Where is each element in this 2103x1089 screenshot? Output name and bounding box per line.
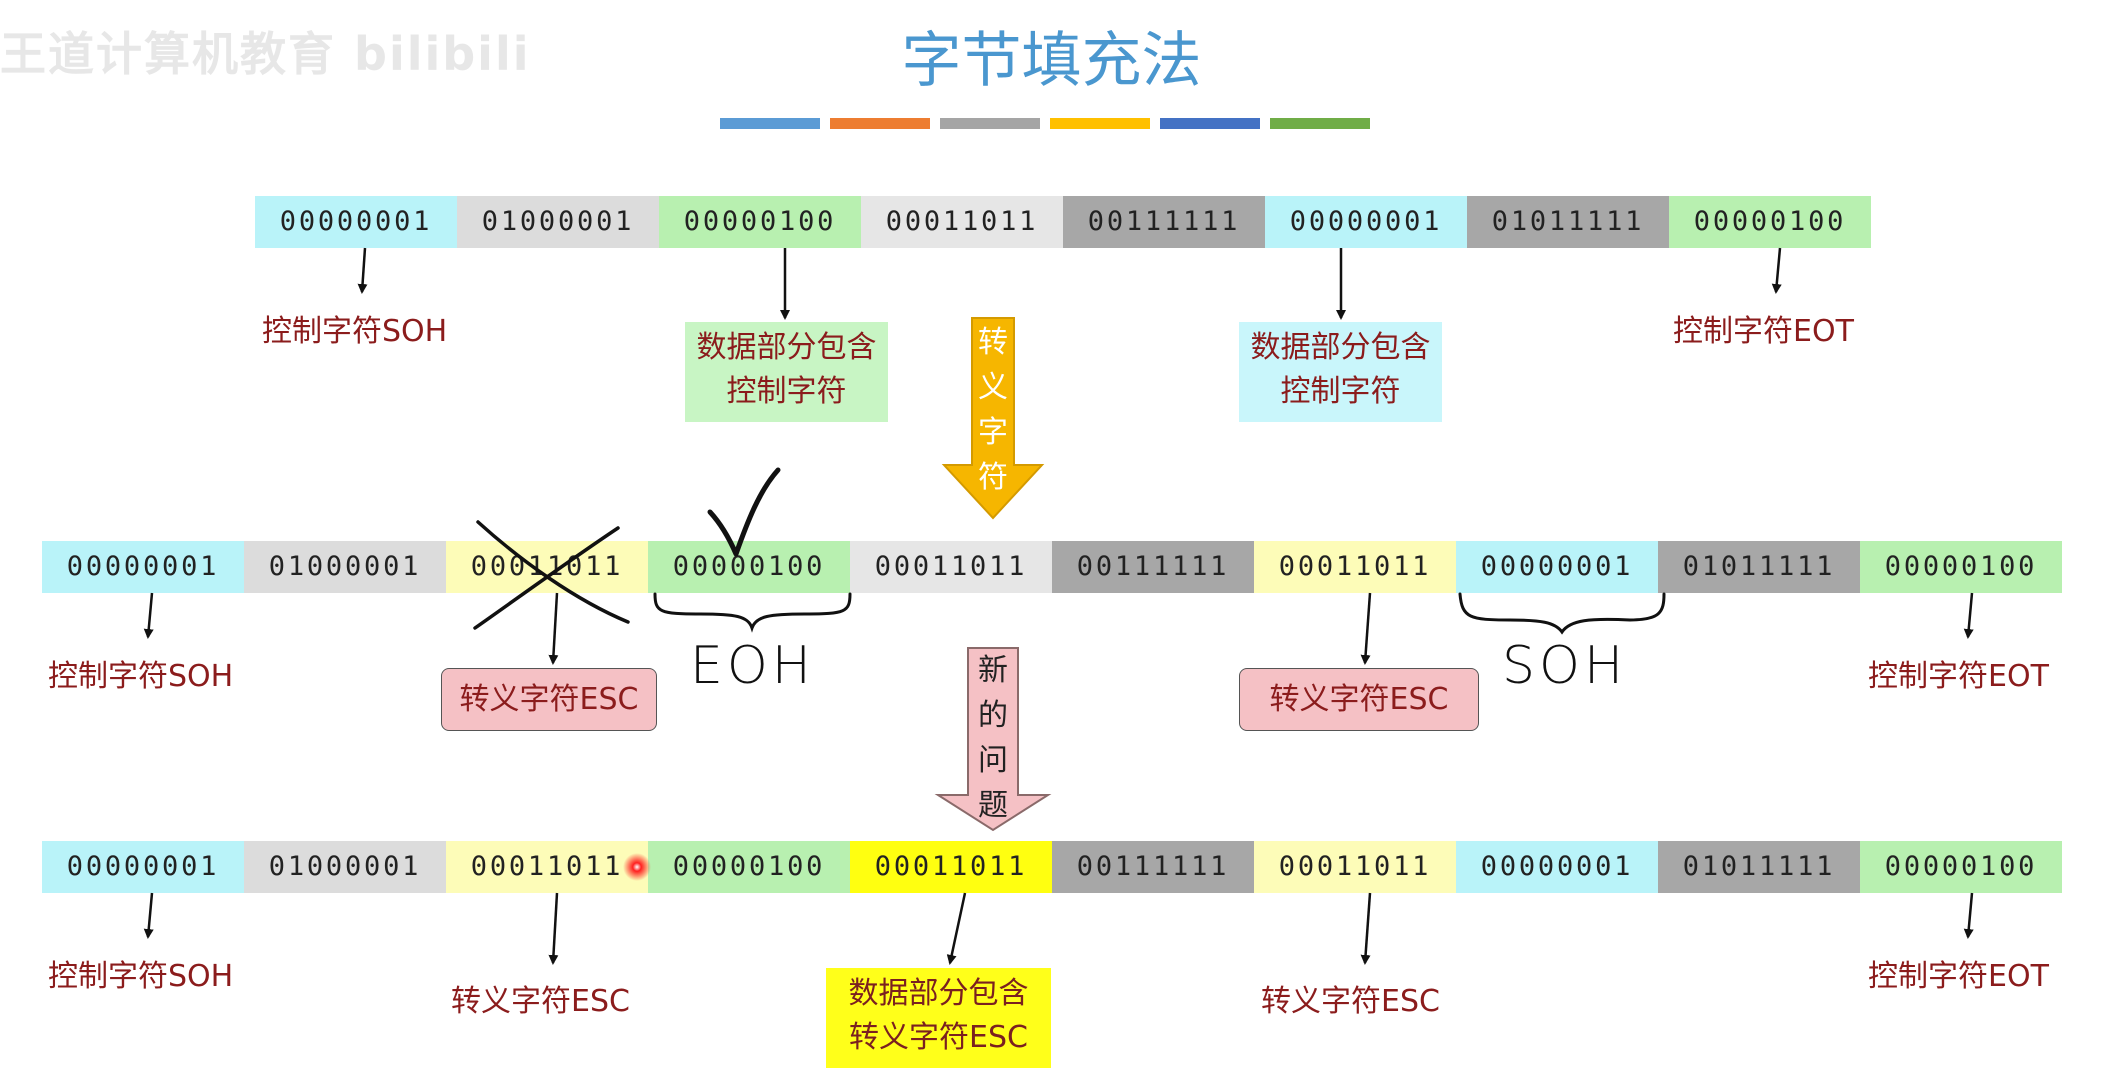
label-text: 数据部分包含 bbox=[848, 976, 1029, 1011]
byte-header: 01000001 bbox=[244, 841, 446, 893]
byte-data-soh: 00000001 bbox=[1456, 541, 1658, 593]
brace-mark bbox=[653, 592, 852, 633]
label-eot: 控制字符EOT bbox=[1673, 314, 1854, 349]
label-esc: 转义字符ESC bbox=[451, 984, 630, 1019]
pointer-arrow bbox=[548, 592, 559, 665]
label-text: 数据部分包含 bbox=[1250, 330, 1431, 365]
frame-row-original: 00000001 01000001 00000100 00011011 0011… bbox=[255, 196, 1871, 248]
pointer-arrow bbox=[1360, 592, 1372, 665]
color-bar-gray bbox=[940, 118, 1040, 129]
color-bar-navy bbox=[1160, 118, 1260, 129]
pointer-arrow bbox=[357, 247, 368, 294]
handwritten-soh: SOH bbox=[1502, 636, 1628, 696]
big-arrow-down-icon bbox=[934, 647, 1052, 832]
byte-soh: 00000001 bbox=[42, 841, 244, 893]
label-text: 数据部分包含 bbox=[696, 330, 877, 365]
byte-data: 01011111 bbox=[1658, 541, 1860, 593]
byte-data-soh: 00000001 bbox=[1265, 196, 1467, 248]
cursor-highlight bbox=[623, 853, 651, 881]
pointer-arrow bbox=[946, 892, 967, 965]
label-data-contains-control: 数据部分包含 控制字符 bbox=[685, 322, 888, 422]
label-text: 控制字符 bbox=[726, 374, 847, 409]
brace-mark bbox=[1458, 592, 1666, 635]
arrow-char: 问 bbox=[978, 743, 1008, 778]
watermark: 王道计算机教育 bilibili bbox=[0, 27, 531, 81]
label-data-contains-esc: 数据部分包含 转义字符ESC bbox=[826, 968, 1051, 1068]
arrow-char: 字 bbox=[978, 415, 1008, 450]
frame-row-escaped: 00000001 01000001 00011011 00000100 0001… bbox=[42, 541, 2062, 593]
handwritten-eoh: EOH bbox=[690, 636, 815, 696]
label-text: 控制字符 bbox=[1280, 374, 1401, 409]
label-soh: 控制字符SOH bbox=[48, 959, 234, 994]
label-soh: 控制字符SOH bbox=[48, 659, 234, 694]
byte-header: 01000001 bbox=[457, 196, 659, 248]
byte-eot: 00000100 bbox=[1860, 541, 2062, 593]
pointer-arrow bbox=[1963, 592, 1974, 639]
arrow-char: 转 bbox=[978, 325, 1008, 360]
byte-soh: 00000001 bbox=[255, 196, 457, 248]
byte-data: 01011111 bbox=[1467, 196, 1669, 248]
pointer-arrow bbox=[1771, 247, 1782, 294]
check-mark-icon bbox=[707, 467, 781, 557]
pointer-arrow bbox=[143, 892, 154, 939]
byte-data: 00011011 bbox=[850, 541, 1052, 593]
color-bar-green bbox=[1270, 118, 1370, 129]
label-text: 转义字符ESC bbox=[849, 1020, 1028, 1055]
byte-eot: 00000100 bbox=[1669, 196, 1871, 248]
byte-esc: 00011011 bbox=[446, 541, 648, 593]
arrow-char: 符 bbox=[978, 460, 1008, 495]
page-title: 字节填充法 bbox=[901, 26, 1202, 96]
byte-header: 01000001 bbox=[244, 541, 446, 593]
byte-eot: 00000100 bbox=[1860, 841, 2062, 893]
arrow-char: 义 bbox=[978, 370, 1008, 405]
cross-out-mark bbox=[473, 526, 620, 630]
byte-data-eot: 00000100 bbox=[648, 541, 850, 593]
byte-data-soh: 00000001 bbox=[1456, 841, 1658, 893]
pointer-arrow bbox=[1963, 892, 1974, 939]
pointer-arrow bbox=[143, 592, 154, 639]
byte-data: 00111111 bbox=[1063, 196, 1265, 248]
color-bar-yellow bbox=[1050, 118, 1150, 129]
label-esc-box: 转义字符ESC bbox=[441, 668, 657, 731]
cross-out-mark bbox=[476, 520, 630, 624]
label-soh: 控制字符SOH bbox=[262, 314, 448, 349]
pointer-arrow bbox=[1360, 892, 1372, 965]
label-esc-box: 转义字符ESC bbox=[1239, 668, 1479, 731]
pointer-arrow bbox=[548, 892, 559, 965]
arrow-char: 的 bbox=[978, 698, 1008, 733]
byte-esc: 00011011 bbox=[1254, 841, 1456, 893]
big-arrow-down-icon bbox=[941, 317, 1045, 520]
byte-data-eot: 00000100 bbox=[659, 196, 861, 248]
byte-data-eot: 00000100 bbox=[648, 841, 850, 893]
label-esc: 转义字符ESC bbox=[1261, 984, 1440, 1019]
color-bar-orange bbox=[830, 118, 930, 129]
byte-data: 00011011 bbox=[861, 196, 1063, 248]
color-bar-blue bbox=[720, 118, 820, 129]
byte-data-esc: 00011011 bbox=[850, 841, 1052, 893]
frame-row-new-problem: 00000001 01000001 00011011 00000100 0001… bbox=[42, 841, 2062, 893]
byte-esc: 00011011 bbox=[446, 841, 648, 893]
arrow-char: 题 bbox=[978, 788, 1008, 823]
byte-data: 01011111 bbox=[1658, 841, 1860, 893]
arrow-char: 新 bbox=[978, 653, 1008, 688]
label-eot: 控制字符EOT bbox=[1868, 959, 2049, 994]
byte-esc: 00011011 bbox=[1254, 541, 1456, 593]
label-eot: 控制字符EOT bbox=[1868, 659, 2049, 694]
byte-data: 00111111 bbox=[1052, 841, 1254, 893]
byte-soh: 00000001 bbox=[42, 541, 244, 593]
byte-data: 00111111 bbox=[1052, 541, 1254, 593]
label-data-contains-control: 数据部分包含 控制字符 bbox=[1239, 322, 1442, 422]
